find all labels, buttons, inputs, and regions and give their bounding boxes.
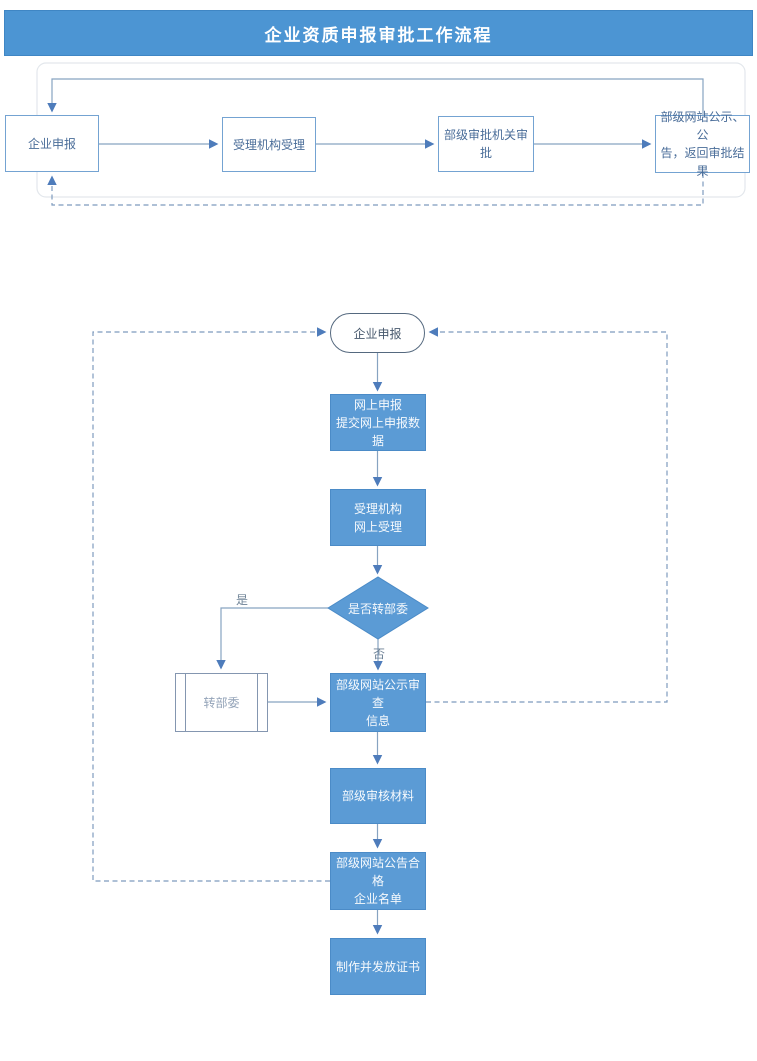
edge-decision-yes-to-subprocess bbox=[216, 607, 328, 670]
edge-publish-return-top bbox=[47, 78, 704, 115]
step-website-publicize-review: 部级网站公示审查 信息 bbox=[330, 673, 426, 732]
step-agency-online-accept: 受理机构 网上受理 bbox=[330, 489, 426, 546]
subprocess-transfer-ministry: 转部委 bbox=[175, 673, 268, 732]
subprocess-label: 转部委 bbox=[203, 696, 240, 710]
top-node-enterprise-apply: 企业申报 bbox=[5, 115, 99, 172]
step-online-apply: 网上申报 提交网上申报数据 bbox=[330, 394, 426, 451]
decision-no-label: 否 bbox=[373, 647, 386, 661]
step-make-issue-certificate: 制作并发放证书 bbox=[330, 938, 426, 995]
start-node-enterprise-apply: 企业申报 bbox=[330, 313, 425, 353]
top-node-website-publish-result: 部级网站公示、公 告，返回审批结果 bbox=[655, 110, 750, 178]
loop-announce-to-start-dashed bbox=[92, 327, 330, 882]
top-flow-frame bbox=[36, 62, 746, 198]
subprocess-right-bar bbox=[257, 674, 258, 731]
step-website-announce-qualified-list: 部级网站公告合格 企业名单 bbox=[330, 852, 426, 910]
step-ministry-audit-materials: 部级审核材料 bbox=[330, 768, 426, 824]
loop-review-to-start-dashed bbox=[426, 327, 668, 703]
edge-publish-return-bottom-dashed bbox=[47, 173, 704, 206]
subprocess-left-bar bbox=[185, 674, 186, 731]
decision-yes-label: 是 bbox=[236, 593, 249, 607]
top-node-ministry-approve: 部级审批机关审批 bbox=[438, 116, 534, 172]
page-title: 企业资质申报审批工作流程 bbox=[4, 10, 753, 56]
top-node-agency-accept: 受理机构受理 bbox=[222, 117, 316, 172]
decision-label: 是否转部委 bbox=[347, 602, 408, 616]
